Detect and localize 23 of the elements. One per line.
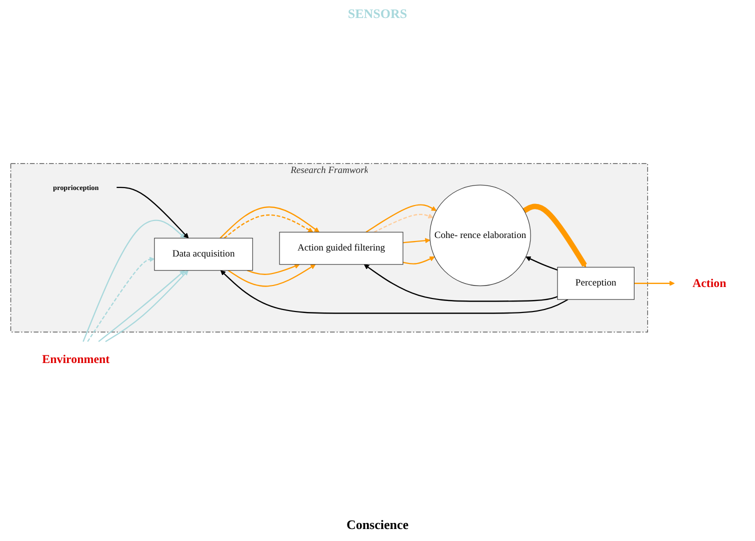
arrow [526,256,558,271]
arrow [116,186,189,238]
arrow [224,214,314,239]
node-text: Environment [42,352,110,366]
node-circle: Cohe- rence elaboration [430,184,531,286]
arrow [228,264,316,287]
label-text: Conscience [346,517,409,532]
node-box: Perception [557,266,634,300]
node-box: Data acquisition [154,238,253,271]
node-text: Action [692,276,726,290]
label-text: SENSORS [348,6,408,21]
arrow [634,280,675,286]
arrow [402,256,435,264]
arrow [366,204,437,233]
arrow [87,256,155,342]
arrow [220,206,320,239]
arrow [364,264,558,302]
arrow [220,270,568,314]
arrow [402,238,430,244]
node-box: Action guided filtering [279,232,404,265]
arrow [247,264,300,275]
arrow [374,214,434,233]
arrow [82,220,186,342]
